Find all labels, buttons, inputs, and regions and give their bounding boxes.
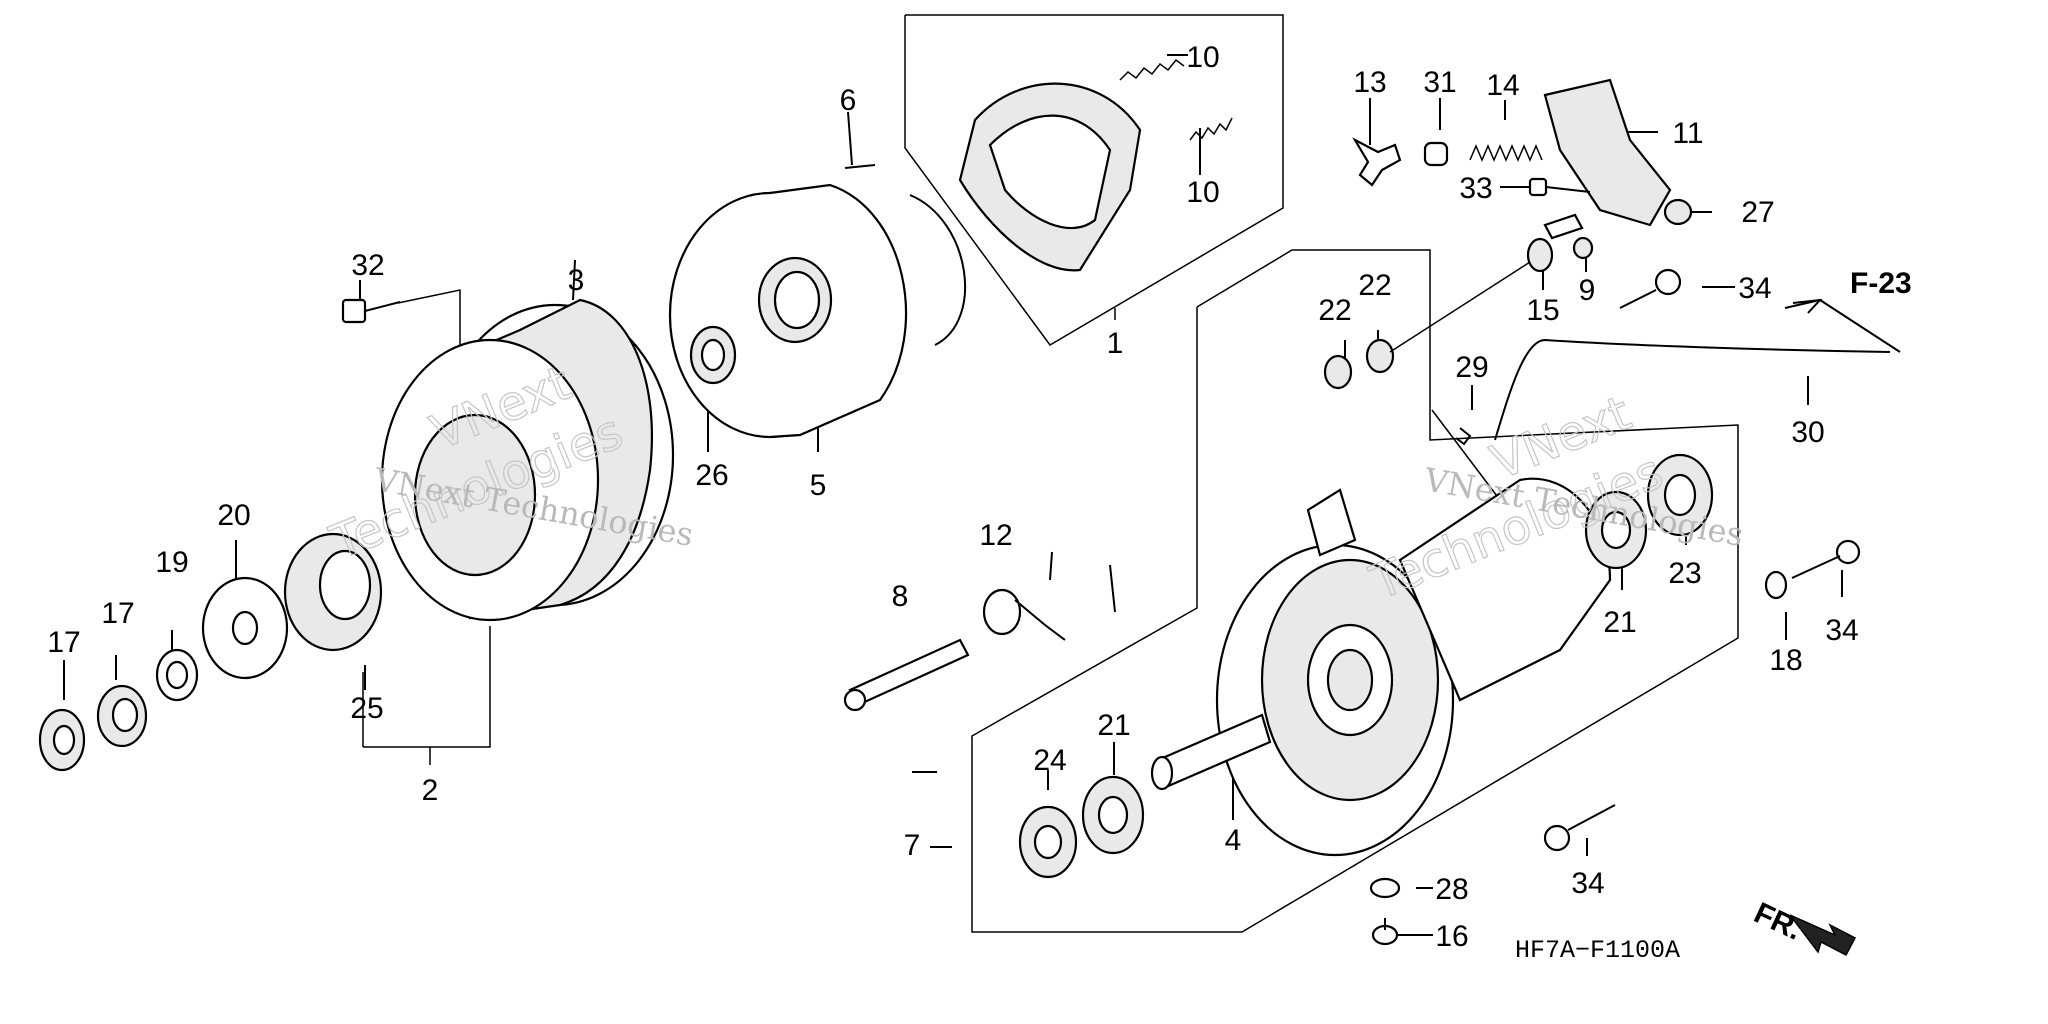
part-label-4: 4 xyxy=(1225,824,1242,857)
spacer-icon xyxy=(1150,713,1272,791)
part-label-20: 20 xyxy=(217,499,250,532)
part-drawings xyxy=(38,58,1891,957)
collar-icon xyxy=(1423,141,1449,167)
part-label-1: 1 xyxy=(1107,327,1124,360)
front-label: FR. xyxy=(1749,896,1807,946)
pin-icon xyxy=(1543,213,1584,240)
washer-icon xyxy=(201,576,289,680)
wing-nut-icon xyxy=(1352,137,1402,187)
part-label-5: 5 xyxy=(810,469,827,502)
brake-panel-icon xyxy=(1215,477,1612,857)
part-label-24: 24 xyxy=(1033,744,1066,777)
return-spring-icon xyxy=(982,588,1066,641)
brake-cam-icon xyxy=(843,638,970,712)
part-label-9: 9 xyxy=(1579,274,1596,307)
adjust-bolt-icon xyxy=(1528,177,1591,197)
part-label-33: 33 xyxy=(1459,172,1492,205)
part-label-12: 12 xyxy=(979,519,1012,552)
part-label-21a: 21 xyxy=(1603,606,1636,639)
part-label-19: 19 xyxy=(155,546,188,579)
reference-label: F-23 xyxy=(1850,267,1912,300)
part-label-2: 2 xyxy=(422,774,439,807)
spring-icon xyxy=(1119,58,1233,141)
part-label-21b: 21 xyxy=(1097,709,1130,742)
part-label-23: 23 xyxy=(1668,557,1701,590)
seal-lower-icon xyxy=(1018,805,1078,879)
bearing-icon xyxy=(1584,490,1648,570)
front-arrow-icon xyxy=(1789,914,1857,957)
hub-seal-icon xyxy=(283,532,383,652)
part-label-15: 15 xyxy=(1526,294,1559,327)
nut-icon xyxy=(38,684,148,772)
part-label-17b: 17 xyxy=(101,597,134,630)
diagram-code: HF7A−F1100A xyxy=(1515,936,1680,965)
side-bolt-icon xyxy=(1764,539,1861,600)
small-washer-icon xyxy=(1369,877,1401,946)
part-label-18: 18 xyxy=(1769,644,1802,677)
part-label-16: 16 xyxy=(1435,920,1468,953)
part-label-13: 13 xyxy=(1353,66,1386,99)
part-label-31: 31 xyxy=(1423,66,1456,99)
part-label-22a: 22 xyxy=(1318,294,1351,327)
part-label-29: 29 xyxy=(1455,351,1488,384)
part-label-10b: 10 xyxy=(1186,176,1219,209)
brake-cable-icon xyxy=(1494,338,1891,441)
part-label-6: 6 xyxy=(840,84,857,117)
wheel-hub-icon xyxy=(380,298,675,622)
group-outlines xyxy=(362,14,1739,933)
part-label-10a: 10 xyxy=(1186,41,1219,74)
compression-spring-icon xyxy=(1469,144,1543,162)
part-label-14: 14 xyxy=(1486,69,1519,102)
nut-27b-icon xyxy=(1663,198,1693,226)
brake-shoe-icon xyxy=(958,82,1142,272)
part-label-3: 3 xyxy=(568,264,585,297)
part-label-28: 28 xyxy=(1435,873,1468,906)
clip-icon xyxy=(1455,427,1472,446)
part-label-32: 32 xyxy=(351,249,384,282)
o-ring-icon xyxy=(909,194,967,346)
part-label-17a: 17 xyxy=(47,626,80,659)
part-label-34a: 34 xyxy=(1738,272,1771,305)
part-label-8: 8 xyxy=(892,580,909,613)
lock-washer-icon xyxy=(1323,237,1554,390)
part-label-25: 25 xyxy=(350,692,383,725)
part-label-34c: 34 xyxy=(1571,867,1604,900)
part-label-11: 11 xyxy=(1672,117,1703,150)
washer-small-icon xyxy=(155,648,199,702)
bolt-icon xyxy=(341,298,401,324)
brake-drum-icon xyxy=(668,183,908,439)
part-label-22b: 22 xyxy=(1358,269,1391,302)
part-label-30: 30 xyxy=(1791,416,1824,449)
bracket-icon xyxy=(1543,78,1672,227)
top-bolt-icon xyxy=(1619,268,1682,309)
bearing-lower-icon xyxy=(1081,775,1145,855)
seal-icon xyxy=(1646,453,1714,537)
part-label-34b: 34 xyxy=(1825,614,1858,647)
part-label-27: 27 xyxy=(1741,196,1774,229)
oil-seal-icon xyxy=(689,325,737,385)
part-label-7: 7 xyxy=(904,829,921,862)
part-label-26: 26 xyxy=(695,459,728,492)
part-labels: 1 2 3 4 5 6 7 8 9 10 10 11 12 13 14 15 1… xyxy=(47,41,1858,953)
nut-27-icon xyxy=(1572,236,1594,260)
flange-bolt-icon xyxy=(1543,804,1616,852)
